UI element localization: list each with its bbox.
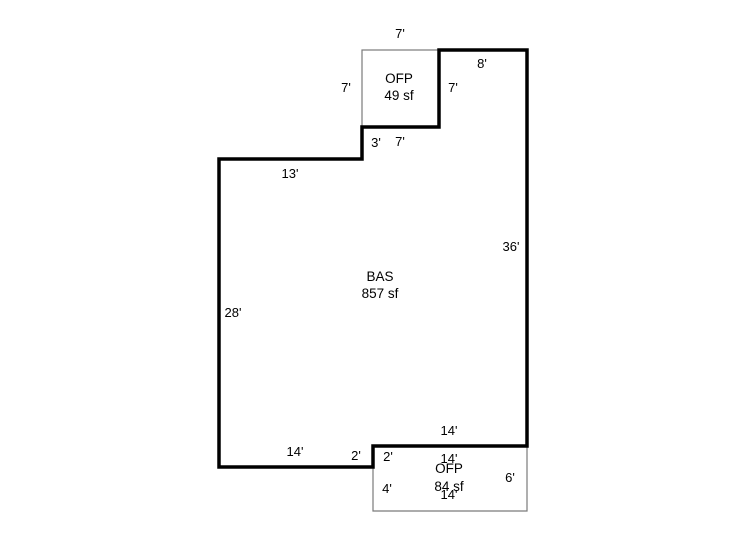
dim-right-height: 36' (503, 239, 520, 254)
dim-bottom-notch-width: 2' (351, 448, 361, 463)
ofp-top-label: OFP (385, 71, 413, 86)
dim-ofp-top-width: 7' (395, 26, 405, 41)
dim-ofp-bottom-bottom-width: 14' (441, 487, 458, 502)
bas-label: BAS (366, 269, 393, 284)
dim-ofp-bottom-left-height: 4' (382, 481, 392, 496)
dim-ofp-top-left-height: 7' (341, 80, 351, 95)
bas-size: 857 sf (362, 286, 399, 301)
dim-ofp-bottom-notch-width: 2' (383, 449, 393, 464)
dim-left-height: 28' (225, 305, 242, 320)
dim-bottom-left-width: 14' (287, 444, 304, 459)
dim-top-right-width: 8' (477, 56, 487, 71)
ofp-bottom-outline (372, 446, 528, 512)
dim-ofp-top-right-height: 7' (448, 80, 458, 95)
dim-ofp-bottom-top-width: 14' (441, 451, 458, 466)
ofp-top-size: 49 sf (384, 88, 414, 103)
dim-ofp-bottom-right-height: 6' (505, 470, 515, 485)
ofp-bottom-label: OFP (435, 461, 463, 476)
dim-bottom-right-width: 14' (441, 423, 458, 438)
ofp-bottom-size: 84 sf (434, 479, 464, 494)
dim-notch-height: 3' (371, 135, 381, 150)
dim-notch-width: 7' (395, 134, 405, 149)
dim-left-top-width: 13' (282, 166, 299, 181)
bas-outline (217, 48, 529, 469)
